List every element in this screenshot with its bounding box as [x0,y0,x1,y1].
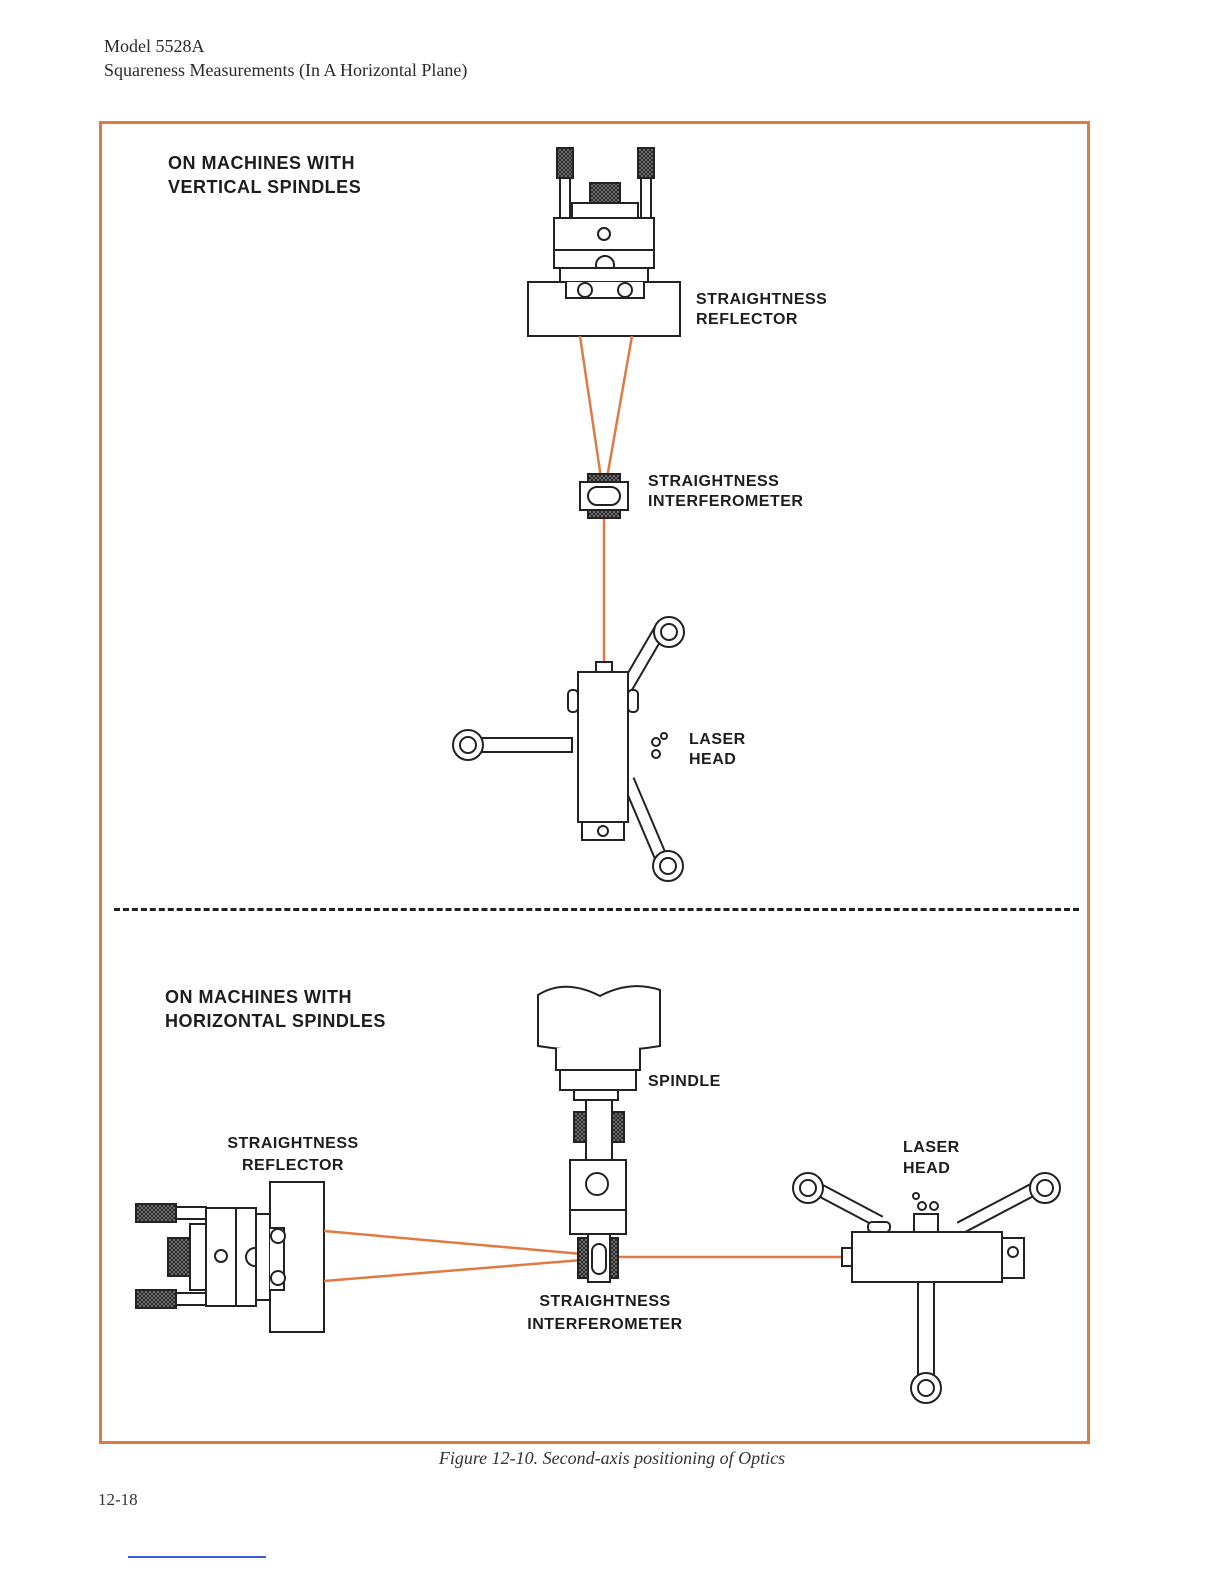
bottom-interferometer-label-line1: STRAIGHTNESS [539,1293,671,1310]
bottom-reflector-label-line1: STRAIGHTNESS [227,1135,359,1152]
bottom-laser-label-line2: HEAD [903,1160,951,1177]
top-panel-title-line1: ON MACHINES WITH [168,153,355,173]
bottom-panel-title-line2: HORIZONTAL SPINDLES [165,1011,386,1031]
bottom-spindle [537,985,661,1235]
top-beam [578,335,634,662]
bottom-panel-title-line1: ON MACHINES WITH [165,987,352,1007]
top-interferometer-label-line2: INTERFEROMETER [648,493,804,510]
bottom-beam [323,1229,852,1283]
document-model: Model 5528A [104,36,205,56]
spindle-label: SPINDLE [648,1073,721,1090]
bottom-straightness-interferometer [577,1233,619,1283]
top-laser-label-line2: HEAD [689,751,737,768]
top-reflector-label-line1: STRAIGHTNESS [696,291,828,308]
top-laser-head [452,616,685,882]
top-laser-label-line1: LASER [689,731,746,748]
bottom-straightness-reflector [135,1181,325,1333]
bottom-laser-label-line1: LASER [903,1139,960,1156]
panel-divider [114,908,1079,911]
bottom-laser-head [792,1172,1061,1404]
figure-caption: Figure 12-10. Second-axis positioning of… [438,1448,786,1468]
figure-frame [99,121,1090,1444]
top-straightness-interferometer [579,473,629,519]
bottom-interferometer-label-line2: INTERFEROMETER [527,1316,683,1333]
bottom-rule [128,1556,266,1558]
document-section-title: Squareness Measurements (In A Horizontal… [104,60,468,80]
page-number: 12-18 [98,1490,138,1509]
top-panel-title-line2: VERTICAL SPINDLES [168,177,362,197]
top-straightness-reflector [527,147,681,337]
bottom-reflector-label-line2: REFLECTOR [242,1157,344,1174]
top-reflector-label-line2: REFLECTOR [696,311,798,328]
top-interferometer-label-line1: STRAIGHTNESS [648,473,780,490]
